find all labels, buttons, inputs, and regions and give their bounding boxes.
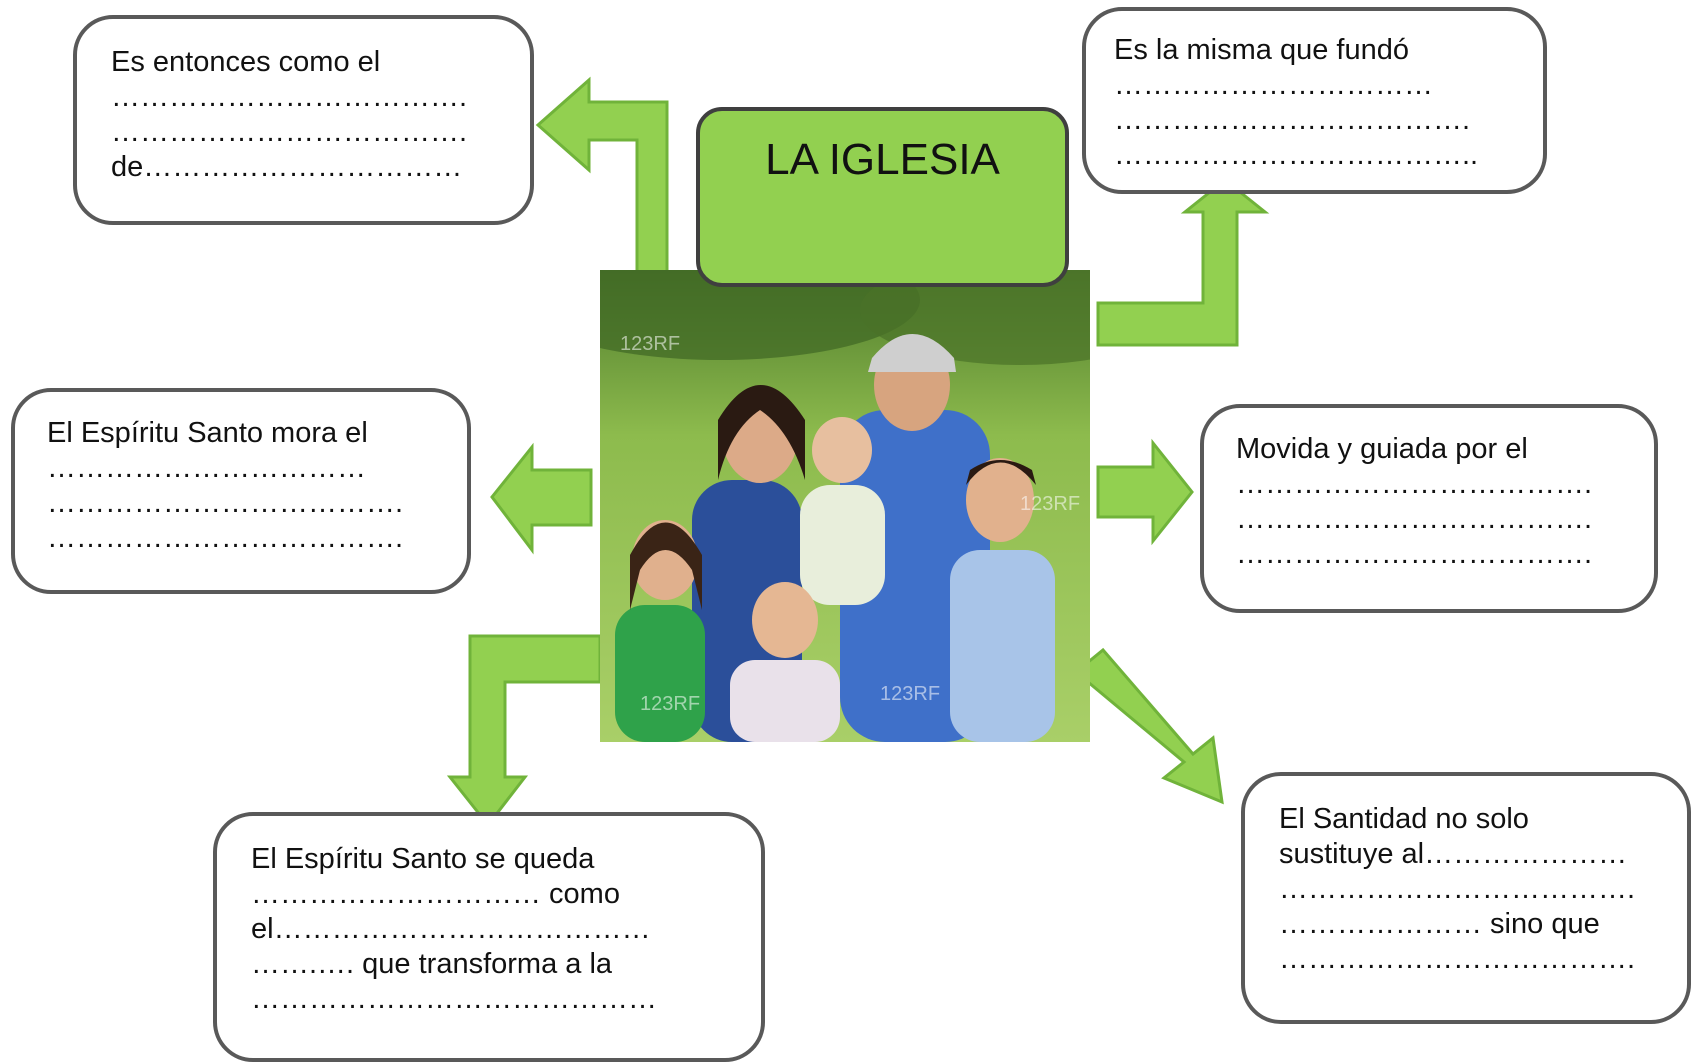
box-line: …………………………………… bbox=[251, 983, 657, 1015]
box-line: sustituye al………………… bbox=[1279, 838, 1628, 870]
top-right-box: Es la misma que fundó …………………………… ………………… bbox=[1082, 7, 1547, 194]
arrow-to-bottom-right-box bbox=[1073, 647, 1224, 805]
watermark-text: 123RF bbox=[1020, 493, 1080, 515]
arrow-to-mid-right-box bbox=[1096, 438, 1194, 546]
top-left-box: Es entonces como el ………………………………. ………………… bbox=[73, 15, 534, 225]
box-line: Es la misma que fundó bbox=[1114, 34, 1409, 66]
box-line: el………………………………… bbox=[251, 913, 651, 945]
box-line: El Espíritu Santo se queda bbox=[251, 843, 595, 875]
title-box: LA IGLESIA bbox=[696, 107, 1069, 287]
box-line: …………………………… bbox=[47, 452, 366, 484]
box-line: El Santidad no solo bbox=[1279, 803, 1529, 835]
box-line: …………………………… bbox=[1114, 69, 1433, 101]
box-line: de…………………………… bbox=[111, 151, 463, 183]
box-line: ………………………………. bbox=[1236, 503, 1593, 535]
family-photo: 123RF 123RF 123RF 123RF bbox=[600, 270, 1090, 742]
box-line: ………………………………. bbox=[47, 487, 404, 519]
arrow-to-mid-left-box bbox=[490, 442, 593, 555]
mid-right-box: Movida y guiada por el ………………………………. ………… bbox=[1200, 404, 1658, 613]
mid-left-box: El Espíritu Santo mora el …………………………… ……… bbox=[11, 388, 471, 594]
arrow-to-bottom-left-box bbox=[446, 634, 602, 828]
title-text: LA IGLESIA bbox=[765, 135, 1000, 184]
bottom-left-box: El Espíritu Santo se queda ………………………… co… bbox=[213, 812, 765, 1062]
box-line: ………………………………. bbox=[1236, 468, 1593, 500]
box-line: El Espíritu Santo mora el bbox=[47, 417, 368, 449]
arrow-to-top-right-box bbox=[1096, 178, 1270, 347]
box-line: ………………………………. bbox=[1279, 943, 1636, 975]
box-line: ………………… sino que bbox=[1279, 908, 1600, 940]
watermark-text: 123RF bbox=[880, 683, 940, 705]
box-line: ……………………………….. bbox=[1114, 139, 1479, 171]
box-line: …….…. que transforma a la bbox=[251, 948, 613, 980]
box-line: ………………………………. bbox=[1236, 538, 1593, 570]
box-line: ………………………………. bbox=[47, 522, 404, 554]
box-line: ………………………………. bbox=[111, 116, 468, 148]
arrow-to-top-left-box bbox=[535, 76, 669, 290]
box-line: Movida y guiada por el bbox=[1236, 433, 1528, 465]
box-line: ………………………… como bbox=[251, 878, 620, 910]
box-line: ………………………………. bbox=[1114, 104, 1471, 136]
watermark-text: 123RF bbox=[620, 333, 680, 355]
watermark-text: 123RF bbox=[640, 693, 700, 715]
bottom-right-box: El Santidad no solo sustituye al………………… … bbox=[1241, 772, 1691, 1024]
box-line: Es entonces como el bbox=[111, 46, 381, 78]
box-line: ………………………………. bbox=[1279, 873, 1636, 905]
box-line: ………………………………. bbox=[111, 81, 468, 113]
